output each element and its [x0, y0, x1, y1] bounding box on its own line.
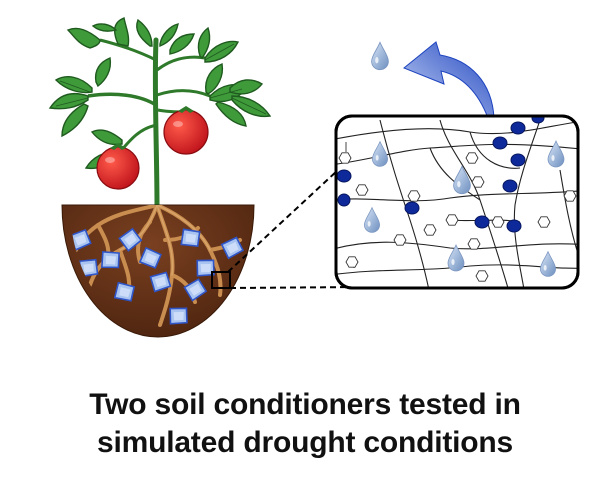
magnifier-box-icon	[211, 271, 231, 289]
water-drop-icon	[371, 41, 389, 71]
soil-pot-icon	[61, 204, 255, 338]
polymer-network-icon	[334, 114, 580, 290]
tomato-icon	[163, 106, 209, 155]
tomato-icon	[96, 143, 140, 190]
figure-caption: Two soil conditioners tested in simulate…	[0, 386, 610, 462]
caption-line-2: simulated drought conditions	[96, 426, 514, 459]
tomato-plant-icon	[48, 17, 272, 211]
evaporation-arrow-icon	[403, 41, 495, 119]
zoom-connector	[227, 169, 365, 289]
caption-line-1: Two soil conditioners tested in	[89, 388, 521, 421]
